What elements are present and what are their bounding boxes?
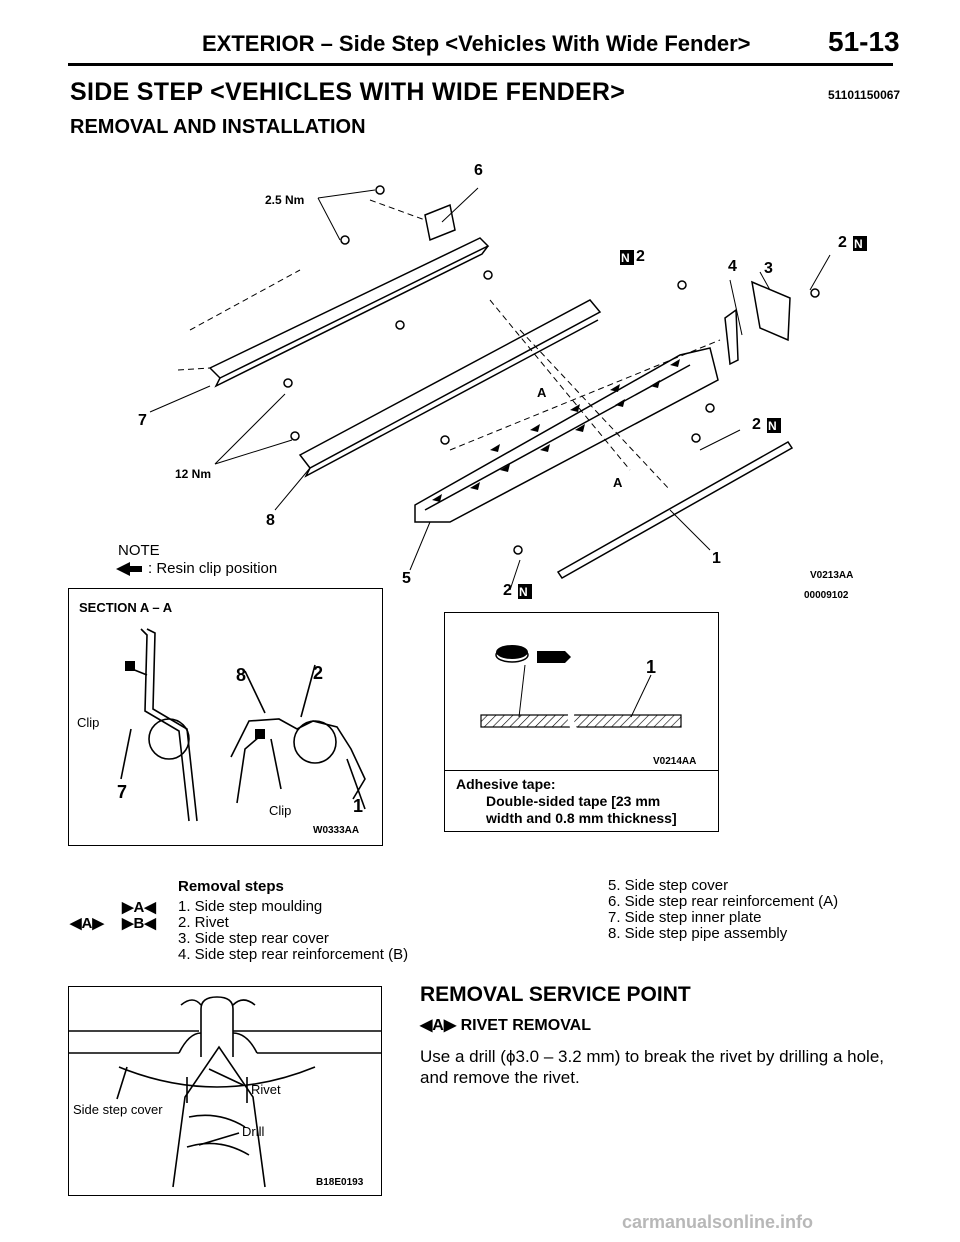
document-code: 51101150067 — [828, 88, 901, 102]
n-mark-2: N — [854, 237, 863, 251]
adhesive-tape-figure: 1 V0214AA Adhesive tape: Double-sided ta… — [444, 612, 719, 832]
callout-6: 6 — [474, 162, 483, 179]
note-title: NOTE — [118, 542, 160, 559]
header-title: EXTERIOR – Side Step <Vehicles With Wide… — [202, 31, 751, 56]
removal-step: 7. Side step inner plate — [608, 909, 762, 926]
side-step-cover-label: Side step cover — [73, 1102, 163, 1117]
section-callout-7: 7 — [117, 782, 128, 802]
service-mark-a-removal: ◀A▶ — [70, 915, 104, 932]
section-clip-label-2: Clip — [269, 803, 292, 818]
exploded-diagram-drawing — [116, 185, 867, 599]
rivet-removal-title: RIVET REMOVAL — [460, 1017, 591, 1034]
removal-step: 6. Side step rear reinforcement (A) — [608, 893, 839, 910]
rivet-drill-figure: Rivet Side step cover Drill B18E0193 — [68, 986, 382, 1196]
removal-step: 8. Side step pipe assembly — [608, 925, 788, 942]
callout-2d: 2 — [503, 582, 512, 599]
exploded-diagram: 2.5 Nm 12 Nm 6 7 8 5 4 3 1 2 2 2 2 N N N… — [70, 150, 895, 601]
section-arrow-a-lower: A — [613, 475, 623, 490]
drill-box-code: B18E0193 — [316, 1177, 364, 1188]
removal-step: 5. Side step cover — [608, 877, 729, 894]
callout-1: 1 — [712, 550, 721, 567]
rivet-drill-drawing — [69, 996, 381, 1188]
rivet-removal-subheading: ◀A▶ RIVET REMOVAL — [420, 1015, 591, 1035]
callout-5: 5 — [402, 570, 411, 587]
header-rule — [68, 63, 893, 66]
section-arrow-a-upper: A — [537, 385, 547, 400]
service-mark-a-installation: ▶A◀ — [122, 899, 156, 916]
tape-callout-1: 1 — [646, 657, 657, 677]
page-number: 51-13 — [828, 26, 900, 57]
service-mark-a: ◀A▶ — [420, 1017, 457, 1034]
callout-2b: 2 — [838, 234, 847, 251]
removal-step: 2. Rivet — [178, 914, 229, 931]
tape-caption-line-1: Double-sided tape [23 mm — [486, 793, 661, 809]
watermark: carmanualsonline.info — [622, 1212, 814, 1232]
n-mark-4: N — [519, 585, 528, 599]
drill-label: Drill — [242, 1124, 265, 1139]
callout-2a: 2 — [636, 248, 645, 265]
removal-step: 4. Side step rear reinforcement (B) — [178, 946, 409, 963]
callout-8: 8 — [266, 512, 275, 529]
n-mark-1: N — [621, 251, 630, 265]
callout-7: 7 — [138, 412, 147, 429]
removal-steps-list-left: 1. Side step moulding 2. Rivet 3. Side s… — [178, 899, 408, 963]
tape-box-divider — [445, 770, 718, 771]
torque-label-top: 2.5 Nm — [265, 193, 305, 207]
section-clip-label-1: Clip — [77, 715, 100, 730]
section-box-code: W0333AA — [313, 825, 360, 836]
tape-caption-title: Adhesive tape: — [456, 776, 556, 792]
section-callout-1: 1 — [353, 796, 364, 816]
rivet-label: Rivet — [251, 1082, 281, 1097]
tape-box-code: V0214AA — [653, 756, 697, 767]
section-a-a-drawing — [120, 628, 366, 822]
adhesive-tape-drawing — [480, 645, 682, 735]
callout-3: 3 — [764, 260, 773, 277]
callout-4: 4 — [728, 258, 737, 275]
n-mark-3: N — [768, 419, 777, 433]
removal-step: 3. Side step rear cover — [178, 930, 329, 947]
section-callout-2: 2 — [313, 663, 324, 683]
section-box-title: SECTION A – A — [79, 600, 173, 615]
removal-steps-list-right: 5. Side step cover 6. Side step rear rei… — [608, 878, 838, 942]
figure-code-2: 00009102 — [804, 590, 849, 601]
tape-caption-line-2: width and 0.8 mm thickness] — [486, 810, 677, 826]
section-subtitle: REMOVAL AND INSTALLATION — [70, 116, 366, 138]
callout-2c: 2 — [752, 416, 761, 433]
service-point-heading: REMOVAL SERVICE POINT — [420, 983, 691, 1006]
rivet-removal-text: Use a drill (ϕ3.0 – 3.2 mm) to break the… — [420, 1047, 884, 1087]
section-callout-8: 8 — [236, 665, 247, 685]
service-mark-b-installation: ▶B◀ — [122, 915, 156, 932]
page-title: SIDE STEP <VEHICLES WITH WIDE FENDER> — [70, 78, 626, 106]
note-text: : Resin clip position — [148, 560, 278, 577]
removal-steps-heading: Removal steps — [178, 878, 284, 895]
resin-clip-arrow-icon — [116, 562, 142, 576]
torque-label-left: 12 Nm — [175, 467, 212, 481]
removal-step: 1. Side step moulding — [178, 898, 323, 915]
figure-code-1: V0213AA — [810, 570, 854, 581]
section-a-a-figure: SECTION A – A Clip Clip 7 8 2 1 W0333AA — [68, 588, 383, 846]
